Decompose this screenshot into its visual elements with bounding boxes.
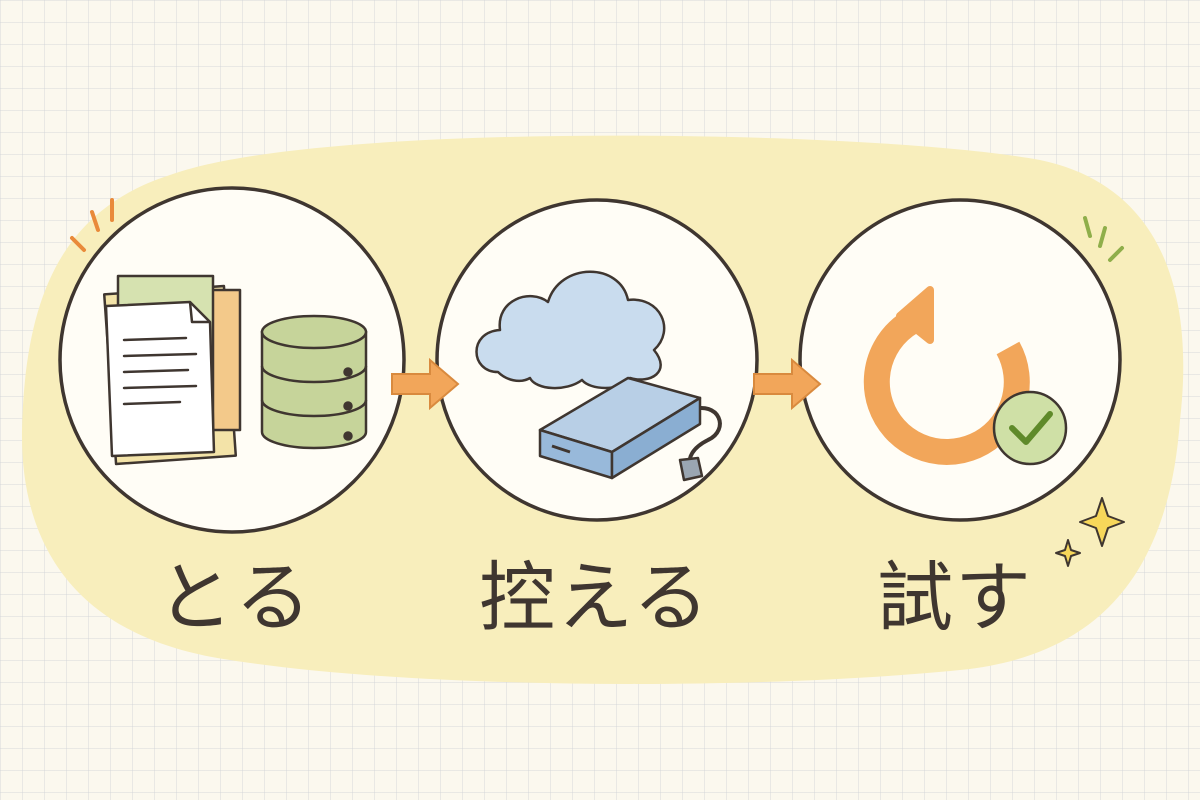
arrow-right-icon (753, 357, 822, 411)
step-1-label: とる (157, 553, 313, 642)
spark-lines-icon (1083, 216, 1124, 262)
check-badge-icon (992, 390, 1068, 466)
step-2-label: 控える (479, 553, 711, 642)
document-stack-icon (102, 274, 242, 466)
spark-lines-icon (70, 198, 114, 252)
arrow-right-icon (391, 357, 460, 411)
step-3-label: 試す (877, 553, 1033, 642)
sparkle-icon (1055, 497, 1125, 567)
database-icon (260, 314, 368, 450)
step-3-circle (798, 198, 1122, 522)
external-drive-icon (538, 376, 722, 482)
cloud-icon (475, 270, 666, 390)
